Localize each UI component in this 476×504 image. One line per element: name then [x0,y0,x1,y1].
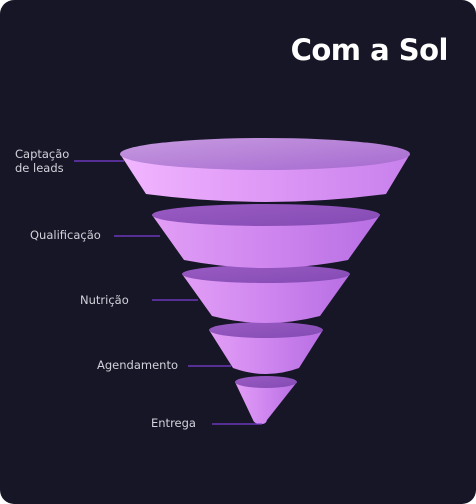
funnel-stage-captacao [120,138,410,202]
stage-label-qualificacao: Qualificação [30,228,101,242]
funnel-stage-entrega [235,376,297,424]
stage-label-entrega: Entrega [151,416,196,430]
funnel-stage-nutricao [182,265,350,323]
stage-label-agendamento: Agendamento [97,358,178,372]
page-title: Com a Sol [290,33,449,67]
stage-label-nutricao: Nutrição [80,293,129,307]
stage-label-captacao: Captação de leads [15,147,73,175]
funnel-stage-agendamento [209,322,323,374]
funnel-stage-qualificacao [152,204,380,268]
